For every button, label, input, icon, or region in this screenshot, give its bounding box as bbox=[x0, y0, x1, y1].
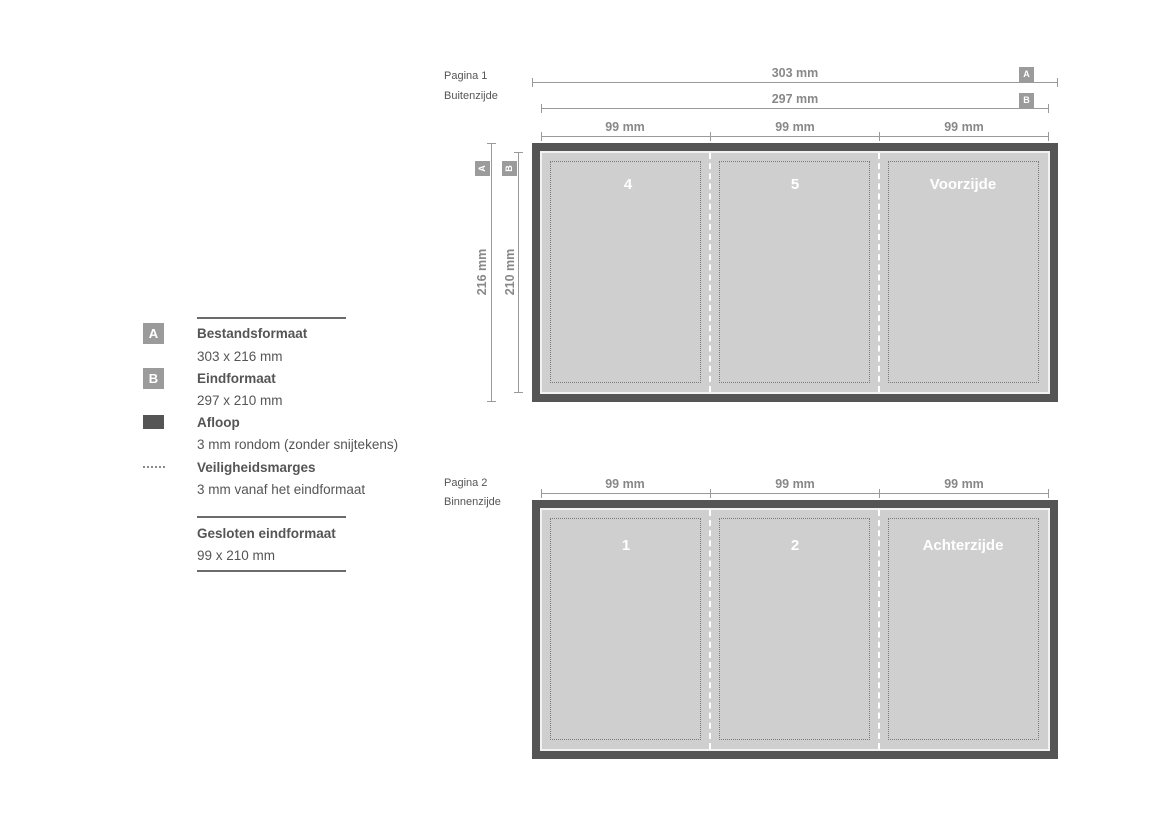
page2-trim-area bbox=[540, 508, 1050, 751]
page2-panel-label-1: 1 bbox=[621, 537, 631, 554]
dim-height-a-tick-top bbox=[487, 143, 496, 144]
dim-a-line bbox=[532, 82, 1058, 83]
bleed-swatch bbox=[143, 415, 164, 429]
page2-sublabel: Binnenzijde bbox=[444, 496, 501, 508]
page2-panel-label-3: Achterzijde bbox=[922, 537, 1004, 554]
page2-dim-tick-3 bbox=[879, 489, 880, 498]
dim-height-b-badge: B bbox=[502, 161, 517, 176]
final-format-title: Eindformaat bbox=[197, 371, 276, 386]
panel-dim-tick-2 bbox=[710, 132, 711, 141]
safety-margin-swatch bbox=[143, 466, 165, 468]
panel-dims-line bbox=[541, 136, 1049, 137]
page2-fold-line-1 bbox=[709, 510, 711, 749]
file-format-value: 303 x 216 mm bbox=[197, 349, 283, 364]
dim-b-label: 297 mm bbox=[765, 92, 825, 106]
page2-label: Pagina 2 bbox=[444, 477, 488, 489]
bleed-title: Afloop bbox=[197, 415, 240, 430]
page1-label: Pagina 1 bbox=[444, 70, 488, 82]
page2-panel-dims-line bbox=[541, 493, 1049, 494]
page2-dim-label-2: 99 mm bbox=[769, 477, 821, 491]
page2-dim-label-1: 99 mm bbox=[599, 477, 651, 491]
page2-dim-tick-1 bbox=[541, 489, 542, 498]
page2-dim-label-3: 99 mm bbox=[938, 477, 990, 491]
page2-safety-margin-3 bbox=[888, 518, 1039, 740]
dim-height-b-tick-bottom bbox=[514, 392, 523, 393]
dim-a-badge: A bbox=[1019, 67, 1034, 82]
dim-height-a-line bbox=[491, 143, 492, 402]
page1-safety-margin-3 bbox=[888, 161, 1039, 383]
dim-height-a-badge: A bbox=[475, 161, 490, 176]
file-format-title: Bestandsformaat bbox=[197, 326, 308, 341]
dim-height-a-tick-bottom bbox=[487, 401, 496, 402]
page1-panel-label-2: 5 bbox=[790, 176, 800, 193]
closed-format-title: Gesloten eindformaat bbox=[197, 526, 336, 541]
safety-margin-title: Veiligheidsmarges bbox=[197, 460, 316, 475]
page1-fold-line-1 bbox=[709, 153, 711, 392]
page1-safety-margin-2 bbox=[719, 161, 870, 383]
page2-panel-label-2: 2 bbox=[790, 537, 800, 554]
legend-middle-rule bbox=[197, 516, 346, 518]
page2-fold-line-2 bbox=[878, 510, 880, 749]
legend-top-rule bbox=[197, 317, 346, 319]
dim-b-badge: B bbox=[1019, 93, 1034, 108]
bleed-value: 3 mm rondom (zonder snijtekens) bbox=[197, 437, 399, 452]
page1-trim-area bbox=[540, 151, 1050, 394]
page1-safety-margin-1 bbox=[550, 161, 701, 383]
safety-margin-value: 3 mm vanaf het eindformaat bbox=[197, 482, 366, 497]
dim-b-tick-left bbox=[541, 104, 542, 113]
page2-dim-tick-4 bbox=[1048, 489, 1049, 498]
dim-a-label: 303 mm bbox=[765, 66, 825, 80]
page2-dim-tick-2 bbox=[710, 489, 711, 498]
dim-b-tick-right bbox=[1048, 104, 1049, 113]
page1-fold-line-2 bbox=[878, 153, 880, 392]
dim-height-b-label: 210 mm bbox=[503, 242, 517, 302]
file-format-badge: A bbox=[143, 323, 164, 344]
dim-height-b-tick-top bbox=[514, 152, 523, 153]
panel-dim-tick-4 bbox=[1048, 132, 1049, 141]
dim-b-line bbox=[541, 108, 1049, 109]
final-format-badge: B bbox=[143, 368, 164, 389]
panel-dim-tick-1 bbox=[541, 132, 542, 141]
panel-dim-label-2: 99 mm bbox=[769, 120, 821, 134]
dim-a-tick-left bbox=[532, 78, 533, 87]
page1-panel-label-3: Voorzijde bbox=[929, 176, 997, 193]
page1-sublabel: Buitenzijde bbox=[444, 90, 498, 102]
legend-bottom-rule bbox=[197, 570, 346, 572]
panel-dim-tick-3 bbox=[879, 132, 880, 141]
final-format-value: 297 x 210 mm bbox=[197, 393, 283, 408]
dim-height-a-label: 216 mm bbox=[475, 242, 489, 302]
panel-dim-label-3: 99 mm bbox=[938, 120, 990, 134]
page1-panel-label-1: 4 bbox=[623, 176, 633, 193]
dim-height-b-line bbox=[518, 152, 519, 393]
closed-format-value: 99 x 210 mm bbox=[197, 548, 276, 563]
dim-a-tick-right bbox=[1057, 78, 1058, 87]
page2-safety-margin-1 bbox=[550, 518, 701, 740]
page2-safety-margin-2 bbox=[719, 518, 870, 740]
panel-dim-label-1: 99 mm bbox=[599, 120, 651, 134]
